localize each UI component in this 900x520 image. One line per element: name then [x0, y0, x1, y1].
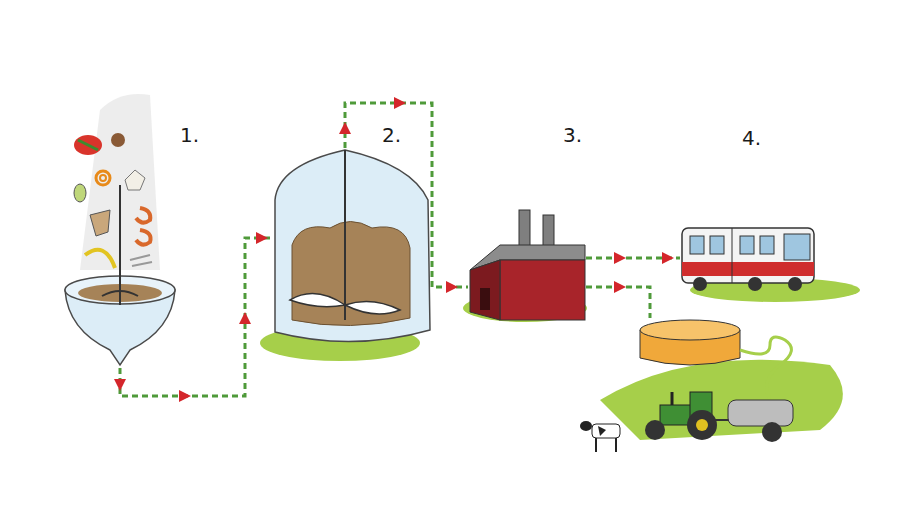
flow-arrowhead [239, 312, 251, 324]
grass [600, 360, 843, 440]
callout-number: 4. [742, 128, 761, 148]
flow-arrowhead [179, 390, 191, 402]
callout-number: 2. [382, 125, 401, 145]
flow-arrowhead [114, 379, 126, 391]
bus [682, 228, 814, 291]
flow-line [120, 238, 272, 396]
flow-arrowhead [256, 232, 268, 244]
flow-arrowhead [394, 97, 406, 109]
food-waste [74, 133, 152, 268]
flow-arrowhead [662, 252, 674, 264]
flow-line [586, 287, 650, 318]
callout-number: 3. [563, 125, 582, 145]
hopper [65, 94, 175, 365]
flow-arrowhead [446, 281, 458, 293]
tractor [645, 392, 793, 442]
digester-tank [275, 150, 430, 342]
flow-arrowhead [614, 281, 626, 293]
callout-number: 1. [180, 125, 199, 145]
storage-tank [640, 320, 791, 400]
factory [470, 210, 585, 320]
flow-arrowhead [339, 122, 351, 134]
cow [580, 421, 620, 452]
flow-line [345, 103, 468, 287]
flow-arrowhead [614, 252, 626, 264]
